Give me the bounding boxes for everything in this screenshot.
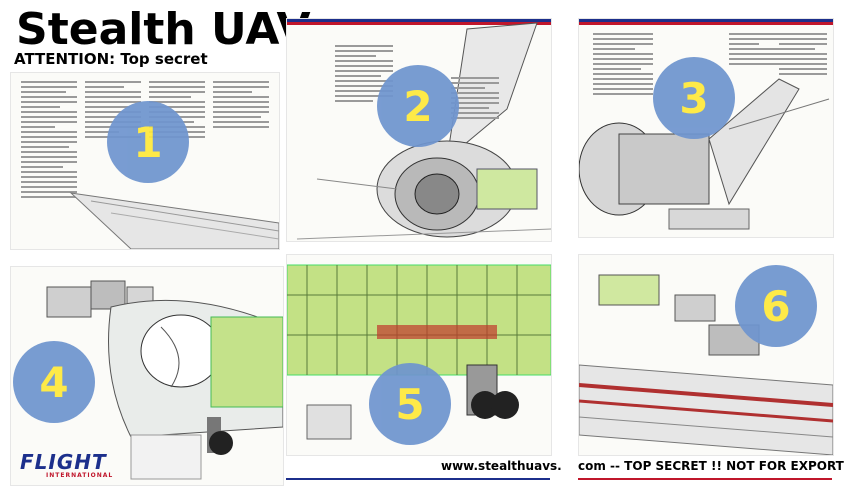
tile-4[interactable]: 4 — [10, 266, 284, 486]
header-stripe — [287, 22, 551, 25]
tile-number-badge: 3 — [653, 57, 735, 139]
fuselage-cutaway-drawing — [287, 264, 551, 440]
logo-subtext: INTERNATIONAL — [46, 472, 114, 479]
wing-drawing — [69, 192, 279, 249]
header-stripe — [579, 19, 833, 22]
footer-url[interactable]: www.stealthuavs. — [441, 459, 562, 473]
logo-text: FLIGHT — [20, 450, 107, 474]
legend-text-column — [451, 77, 499, 122]
legend-text-column — [213, 81, 269, 131]
tile-number-badge: 6 — [735, 265, 817, 347]
header-stripe — [287, 19, 551, 22]
engine-cutaway-drawing — [296, 22, 551, 240]
legend-text-column — [335, 45, 393, 105]
legend-text-column — [593, 33, 653, 98]
tile-5[interactable]: 5 — [286, 254, 552, 456]
tile-number-badge: 2 — [377, 65, 459, 147]
tile-2[interactable]: 2 — [286, 18, 552, 242]
page-title: Stealth UAVs — [16, 4, 337, 55]
page-subtitle: ATTENTION: Top secret — [14, 50, 208, 68]
tile-number-badge: 5 — [369, 363, 451, 445]
flight-international-logo: FLIGHT INTERNATIONAL — [20, 452, 114, 479]
nose-radar-drawing — [46, 280, 283, 480]
header-stripe — [579, 22, 833, 25]
footer-notice: com -- TOP SECRET !! NOT FOR EXPORT — [578, 459, 844, 473]
legend-text-column — [21, 81, 77, 201]
tile-number-badge: 1 — [107, 101, 189, 183]
tile-number-badge: 4 — [13, 341, 95, 423]
legend-text-column — [729, 33, 779, 68]
tile-3[interactable]: 3 — [578, 18, 834, 238]
nozzle-cutaway-drawing — [579, 78, 830, 230]
tile-1[interactable]: 1 — [10, 72, 280, 250]
wing-bay-drawing — [579, 274, 833, 455]
tile-6[interactable]: 6 — [578, 254, 834, 456]
footer-stripe — [286, 478, 550, 480]
legend-text-column — [779, 33, 827, 78]
footer-stripe — [578, 478, 832, 480]
